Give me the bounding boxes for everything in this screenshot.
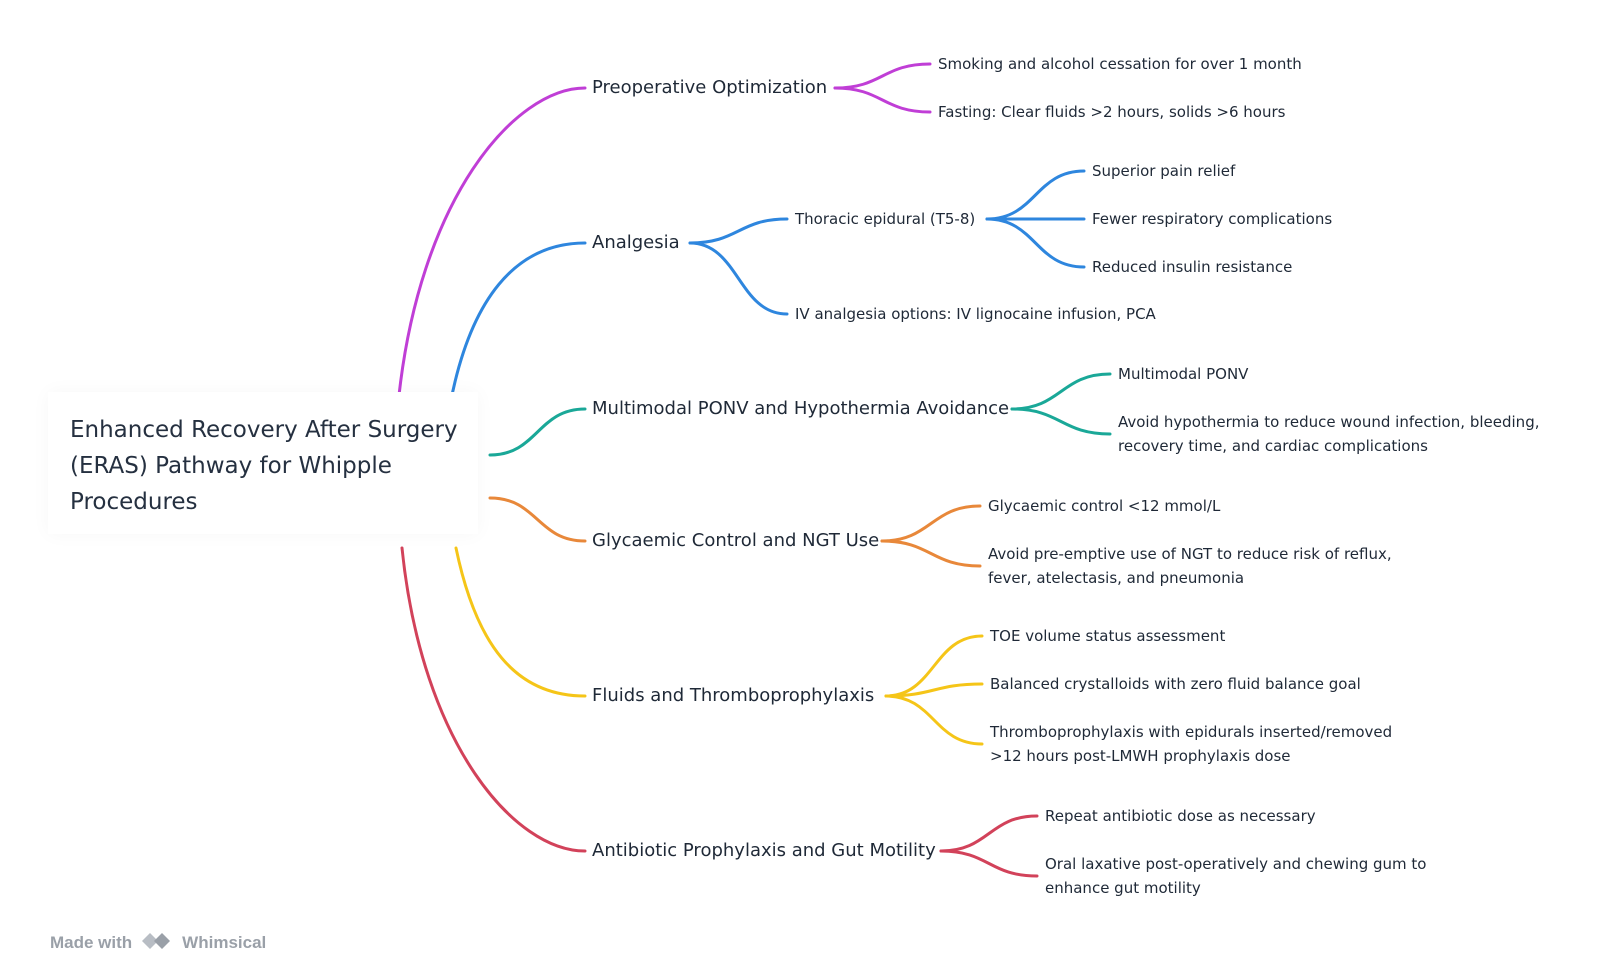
- edge-preop-fasting: [833, 86, 932, 114]
- edge-abx-laxative: [939, 849, 1039, 878]
- root-node[interactable]: Enhanced Recovery After Surgery (ERAS) P…: [48, 392, 478, 534]
- edge-root-fluids: [454, 546, 587, 698]
- made-with-label: Made with: [50, 933, 133, 952]
- node-thoracic-epidural[interactable]: Thoracic epidural (T5-8): [795, 210, 976, 228]
- edge-root-preoperative: [396, 86, 587, 407]
- edge-root-ponv: [488, 407, 587, 457]
- root-title: Enhanced Recovery After Surgery (ERAS) P…: [70, 417, 458, 515]
- leaf-balanced-crystalloids[interactable]: Balanced crystalloids with zero fluid ba…: [990, 675, 1361, 693]
- branch-glycaemic-control-ngt[interactable]: Glycaemic Control and NGT Use: [592, 530, 880, 551]
- edge-abx-repeat: [939, 814, 1039, 853]
- leaf-avoid-ngt[interactable]: Avoid pre-emptive use of NGT to reduce r…: [988, 545, 1392, 587]
- branch-antibiotic-prophylaxis-gut-motility[interactable]: Antibiotic Prophylaxis and Gut Motility: [592, 840, 936, 861]
- edge-root-glycaemic: [488, 496, 587, 543]
- branch-fluids-thromboprophylaxis[interactable]: Fluids and Thromboprophylaxis: [592, 685, 875, 706]
- edge-fluids-thrombo: [884, 694, 984, 746]
- leaf-multimodal-ponv[interactable]: Multimodal PONV: [1118, 365, 1249, 383]
- edge-root-analgesia: [448, 241, 587, 407]
- edge-fluids-crystalloids: [884, 682, 984, 698]
- edge-root-antibiotic: [400, 546, 587, 853]
- leaf-superior-pain-relief[interactable]: Superior pain relief: [1092, 162, 1236, 180]
- leaf-toe-volume-status[interactable]: TOE volume status assessment: [990, 627, 1226, 645]
- edge-analgesia-iv: [688, 241, 789, 316]
- whimsical-logo-icon: [140, 929, 176, 958]
- leaf-iv-analgesia-options[interactable]: IV analgesia options: IV lignocaine infu…: [795, 305, 1156, 323]
- made-with-whimsical-footer[interactable]: Made with Whimsical: [50, 930, 266, 956]
- edge-fluids-toe: [884, 634, 984, 698]
- edge-ponv-hypothermia: [1010, 407, 1112, 436]
- edge-epidural-pain: [985, 169, 1086, 221]
- leaf-glycaemic-control[interactable]: Glycaemic control <12 mmol/L: [988, 497, 1221, 515]
- leaf-fasting[interactable]: Fasting: Clear fluids >2 hours, solids >…: [938, 103, 1286, 121]
- edge-glyc-control: [880, 504, 982, 543]
- edge-ponv-multimodal: [1010, 372, 1112, 411]
- edge-analgesia-epidural: [688, 217, 789, 245]
- leaf-fewer-respiratory-complications[interactable]: Fewer respiratory complications: [1092, 210, 1333, 228]
- branch-preoperative-optimization[interactable]: Preoperative Optimization: [592, 77, 828, 98]
- leaf-repeat-antibiotic-dose[interactable]: Repeat antibiotic dose as necessary: [1045, 807, 1316, 825]
- edge-glyc-ngt: [880, 539, 982, 568]
- leaf-smoking-alcohol-cessation[interactable]: Smoking and alcohol cessation for over 1…: [938, 55, 1302, 73]
- whimsical-brand-label: Whimsical: [182, 933, 267, 952]
- leaf-thromboprophylaxis-epidurals[interactable]: Thromboprophylaxis with epidurals insert…: [990, 723, 1393, 765]
- edge-preop-smoking: [833, 62, 932, 90]
- leaf-reduced-insulin-resistance[interactable]: Reduced insulin resistance: [1092, 258, 1293, 276]
- branch-multimodal-ponv-hypothermia[interactable]: Multimodal PONV and Hypothermia Avoidanc…: [592, 398, 1010, 419]
- leaf-avoid-hypothermia[interactable]: Avoid hypothermia to reduce wound infect…: [1118, 413, 1540, 455]
- leaf-oral-laxative-chewing-gum[interactable]: Oral laxative post-operatively and chewi…: [1045, 855, 1427, 897]
- edge-epidural-insulin: [985, 217, 1086, 269]
- branch-analgesia[interactable]: Analgesia: [592, 232, 680, 253]
